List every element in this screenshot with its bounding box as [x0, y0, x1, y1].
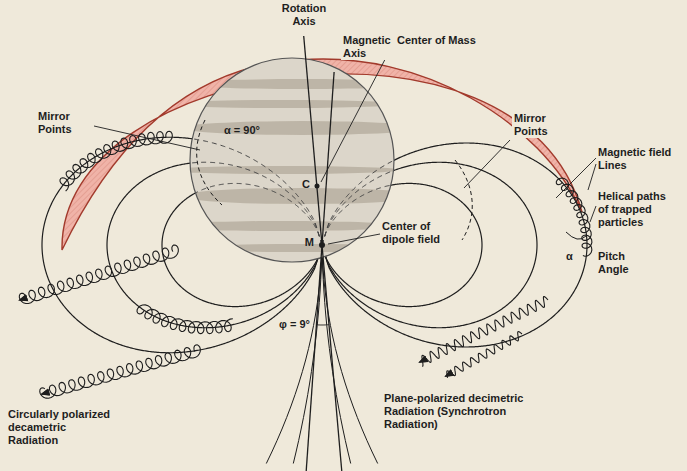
diagram-label: C: [296, 178, 310, 191]
circular-radiation-arrow: [20, 299, 22, 301]
diagram-label: Plane-polarized decimetric Radiation (Sy…: [384, 392, 534, 431]
cloud-band: [182, 79, 422, 89]
cloud-band: [182, 244, 422, 252]
dipole-center-dot: [319, 242, 325, 248]
open-field-line: [266, 245, 322, 464]
mirror-point-curve: [197, 120, 222, 205]
open-field-line: [322, 245, 378, 464]
plane-radiation-shaft: [445, 375, 446, 376]
field-line-inside-planet: [322, 183, 481, 245]
cloud-band: [182, 121, 422, 135]
diagram-label: Mirror Points: [38, 110, 94, 136]
diagram-label: α = 90°: [224, 124, 276, 137]
pitch-angle-mark: [566, 232, 586, 239]
trapped-particle-helix: [137, 305, 233, 334]
cloud-band: [162, 166, 402, 174]
open-field-line: [293, 245, 322, 464]
rotation-axis: [304, 36, 342, 471]
leader-line: [556, 158, 596, 198]
mirror-point-curve: [455, 160, 472, 240]
jupiter-outline: [190, 58, 394, 262]
diagram-label: Magnetic field Lines: [598, 146, 678, 172]
plane-radiation: [422, 297, 548, 367]
field-line-inside-planet: [44, 137, 322, 245]
circular-radiation-shaft: [41, 393, 43, 394]
diagram-label: Pitch Angle: [598, 250, 646, 276]
leader-line: [328, 234, 380, 244]
diagram-label: M: [300, 236, 314, 249]
circular-radiation: [40, 345, 201, 398]
diagram-label: Rotation Axis: [272, 2, 336, 28]
diagram-label: Mirror Points: [512, 112, 574, 138]
diagram-label: α: [566, 250, 578, 263]
circular-radiation-arrow: [42, 393, 44, 394]
field-line-inside-planet: [163, 183, 322, 245]
leader-line: [588, 164, 596, 190]
magnetic-axis: [306, 72, 334, 471]
diagram-label: Helical paths of trapped particles: [598, 190, 678, 229]
plane-radiation-arrow: [420, 361, 421, 363]
tilt-angle-arc: [316, 324, 329, 325]
circular-radiation: [19, 245, 178, 304]
field-line-inside-planet: [322, 162, 535, 245]
leader-line: [94, 126, 200, 150]
diagram-label: φ = 9°: [262, 318, 310, 331]
leader-line: [590, 206, 596, 222]
field-line-inside-planet: [322, 143, 585, 245]
leader-line: [464, 140, 510, 188]
center-of-mass-dot: [315, 184, 320, 189]
plane-radiation-arrow: [446, 375, 448, 376]
trapped-particle-helix: [556, 178, 592, 256]
circular-radiation-shaft: [19, 299, 21, 300]
diagram-label: Center of Mass: [395, 34, 491, 47]
field-line-inside-planet: [109, 162, 322, 245]
diagram-label: Center of dipole field: [382, 220, 456, 246]
open-field-line: [322, 245, 351, 464]
diagram-label: Circularly polarized decametric Radiatio…: [8, 408, 118, 447]
plane-radiation: [447, 332, 522, 378]
leader-line: [321, 46, 392, 182]
plane-radiation-shaft: [419, 361, 421, 362]
cloud-band: [162, 100, 402, 108]
